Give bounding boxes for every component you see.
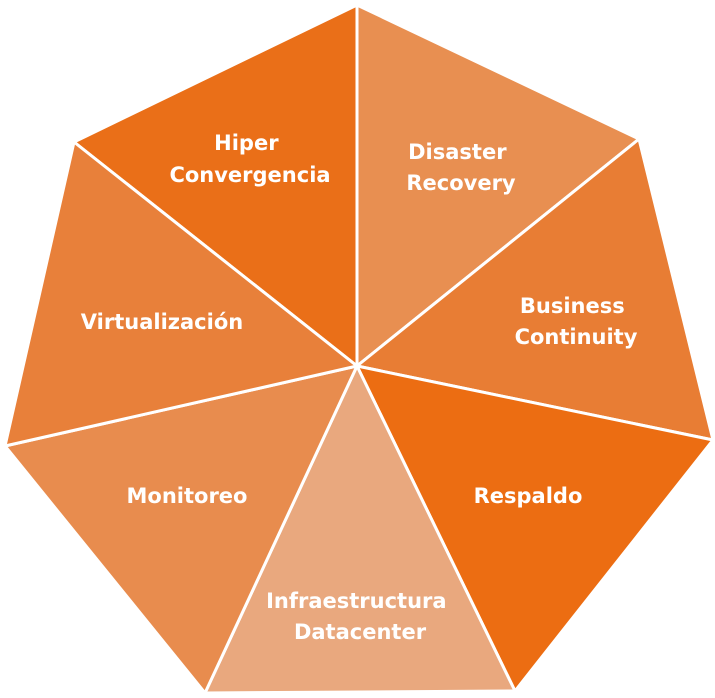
label-disaster-line-1: Disaster <box>408 140 507 164</box>
segment-virtualizacion <box>3 139 361 448</box>
label-virtualizacion: Virtualización <box>81 310 243 334</box>
label-business-continuity: Business Continuity <box>515 294 638 349</box>
label-disaster-line-2: Recovery <box>406 171 516 195</box>
label-disaster-recovery: Disaster Recovery <box>406 140 516 195</box>
label-business-line-1: Business <box>520 294 625 318</box>
label-monitoreo: Monitoreo <box>127 484 248 508</box>
label-hiper-line-1: Hiper <box>214 131 279 155</box>
label-respaldo: Respaldo <box>474 484 583 508</box>
label-infra-line-1: Infraestructura <box>266 589 446 613</box>
label-infra-line-2: Datacenter <box>294 620 427 644</box>
label-respaldo-line-1: Respaldo <box>474 484 583 508</box>
label-monitoreo-line-1: Monitoreo <box>127 484 248 508</box>
label-hiper-convergencia: Hiper Convergencia <box>169 131 330 187</box>
label-infraestructura-datacenter: Infraestructura Datacenter <box>266 589 454 644</box>
label-virtualizacion-line-1: Virtualización <box>81 310 243 334</box>
label-business-line-2: Continuity <box>515 325 638 349</box>
label-hiper-line-2: Convergencia <box>169 163 330 187</box>
